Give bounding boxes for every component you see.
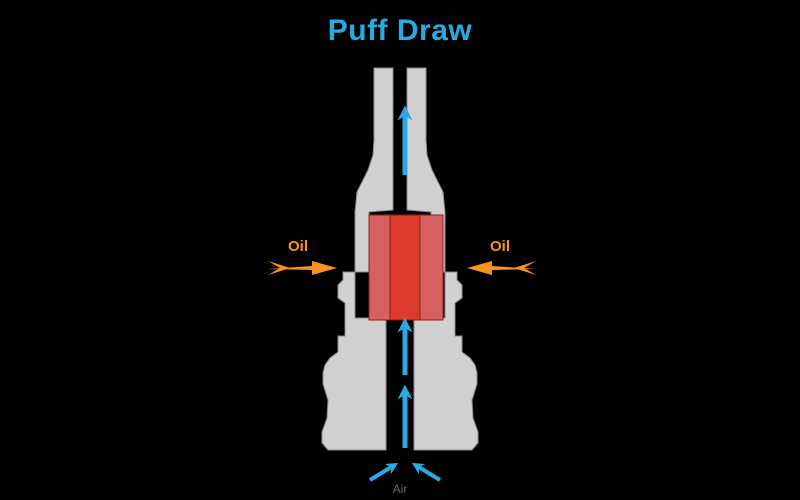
page-title: Puff Draw [327,14,473,47]
wick-core [389,214,421,321]
air-label: Air [392,482,408,496]
air-flow-arrow-left-intake [368,462,399,482]
oil-label-right: Oil [490,238,511,255]
air-flow-arrow-right-intake [411,462,442,482]
oil-flow-arrow-left [268,261,337,275]
oil-flow-arrow-right [467,261,536,275]
oil-label-left: Oil [288,238,309,255]
left-body-wall [321,67,394,451]
